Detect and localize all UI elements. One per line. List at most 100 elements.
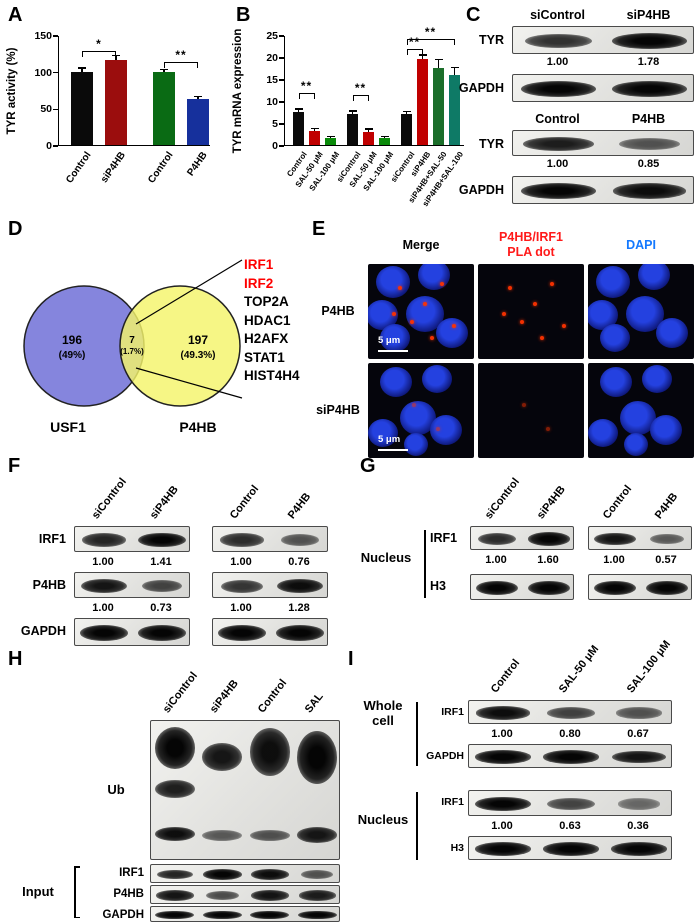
micro-tile-merge-sip4hb: 5 μm: [368, 363, 474, 458]
error-bar-cap: [450, 66, 459, 68]
y-tick-mark: [279, 101, 284, 103]
blot-GAPDH: [150, 906, 340, 922]
section-label-nucleus: Nucleus: [360, 550, 412, 565]
blot-label-GAPDH: GAPDH: [458, 81, 504, 95]
blot-band: [155, 910, 195, 920]
nucleus: [596, 266, 630, 298]
blot-band: [475, 580, 519, 596]
blot-label-IRF1: IRF1: [38, 532, 66, 546]
density-value: 0.36: [627, 820, 649, 832]
blot-IRF1: [74, 526, 190, 552]
lane-header-SAL-50 μM: SAL-50 μM: [556, 643, 602, 696]
venn-connector-top: [135, 259, 243, 325]
panel-label-e: E: [312, 218, 326, 240]
density-value: 1.00: [546, 56, 569, 68]
ub-smear-band: [202, 830, 243, 842]
error-bar-cap: [112, 54, 120, 57]
ub-smear-band: [297, 827, 338, 843]
pla-dot: [540, 336, 544, 340]
chart-A-ylabel: TYR activity (%): [6, 47, 18, 135]
input-bracket-bottom: [74, 916, 80, 918]
x-tick-label: P4HB: [185, 150, 211, 179]
micro-tile-pla-p4hb: [478, 264, 584, 359]
y-tick-mark: [279, 79, 284, 81]
density-value: 1.28: [288, 602, 310, 614]
y-tick-label: 50: [40, 103, 52, 116]
blot-band: [81, 578, 127, 593]
significance-bracket: [164, 61, 198, 68]
section-label-ub: Ub: [107, 782, 125, 797]
blot-GAPDH: [468, 744, 672, 768]
bar-SAL-50 μM: [363, 131, 374, 145]
blot-GAPDH: [512, 176, 694, 204]
blot-band: [138, 625, 186, 641]
density-value: 1.00: [92, 556, 114, 568]
lane-header-P4HB: P4HB: [285, 490, 314, 522]
blot-band: [475, 796, 531, 812]
blot-band: [523, 137, 594, 151]
lane-header-siControl: siControl: [482, 475, 522, 522]
x-tick-label: Control: [146, 150, 177, 186]
pla-dot: [423, 302, 427, 306]
blot-label-GAPDH: GAPDH: [20, 624, 66, 638]
blot-label-IRF1: IRF1: [441, 706, 464, 718]
blot-band: [612, 33, 687, 49]
blot-band: [205, 891, 239, 900]
error-bar-cap: [194, 95, 202, 98]
section-bracket: [416, 792, 418, 860]
nucleus: [422, 365, 452, 393]
micro-tile-dapi-sip4hb: [588, 363, 694, 458]
blot-GAPDH: [512, 74, 694, 102]
blot-band: [220, 579, 264, 593]
lane-header-Control: Control: [488, 657, 523, 696]
venn-overlap-count: 7: [129, 335, 135, 346]
nucleus: [404, 433, 428, 456]
pla-dot: [562, 324, 566, 328]
blot-band: [521, 81, 596, 97]
chart-B-ylabel: TYR mRNA expression: [232, 28, 244, 154]
density-value: 1.00: [92, 602, 114, 614]
density-value: 1.00: [603, 554, 625, 566]
blot-H3: [470, 574, 574, 600]
nucleus: [642, 365, 672, 393]
ub-smear-band: [249, 728, 290, 776]
blot-band: [527, 580, 571, 596]
significance-label: *: [96, 36, 102, 51]
blot-band: [156, 869, 193, 880]
ub-smear-band: [297, 730, 338, 784]
pla-dot: [398, 286, 402, 290]
panel-label-a: A: [8, 4, 23, 26]
pla-dot: [502, 312, 506, 316]
lane-header-SAL-100 μM: SAL-100 μM: [624, 638, 673, 696]
gene-item-TOP2A: TOP2A: [244, 294, 289, 309]
nucleus: [638, 264, 670, 290]
lane-header-siP4HB: siP4HB: [208, 677, 242, 716]
scale-bar: [378, 349, 408, 352]
column-header-p4hb/irf1: P4HB/IRF1: [499, 230, 563, 244]
significance-label: **: [424, 25, 437, 40]
pla-dot: [412, 403, 416, 407]
blot-H3: [468, 836, 672, 860]
ub-smear-band: [202, 743, 243, 772]
error-bar-cap: [418, 54, 427, 56]
venn-right-label: P4HB: [179, 419, 216, 435]
venn-left-label: USF1: [50, 419, 86, 435]
lane-header-Control: Control: [255, 677, 290, 716]
density-value: 1.60: [537, 554, 559, 566]
y-tick-label: 5: [272, 118, 278, 130]
error-bar: [351, 111, 354, 115]
panel-label-b: B: [236, 4, 251, 26]
lane-header-siP4HB: siP4HB: [534, 483, 568, 522]
nucleus: [380, 367, 412, 397]
error-bar-cap: [402, 110, 411, 112]
blot-band: [250, 869, 289, 880]
error-bar: [115, 56, 117, 60]
venn-left-count: 196: [62, 333, 82, 347]
blot-label-GAPDH: GAPDH: [426, 750, 464, 762]
error-bar: [313, 129, 316, 131]
nucleus: [588, 419, 618, 447]
y-tick-mark: [279, 123, 284, 125]
blot-label-P4HB: P4HB: [113, 888, 144, 900]
y-tick-label: 15: [266, 74, 278, 86]
